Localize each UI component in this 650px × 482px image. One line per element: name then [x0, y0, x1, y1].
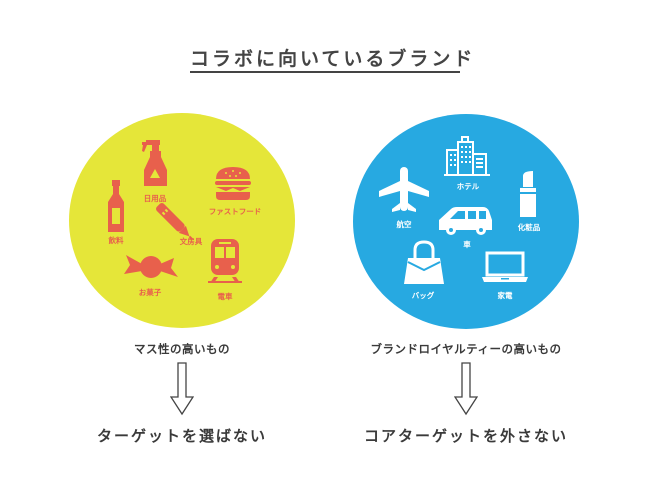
item-label-hotel: ホテル — [456, 182, 480, 191]
airplane-icon — [379, 167, 429, 212]
left-conclusion: ターゲットを選ばない — [96, 427, 268, 445]
item-label-car: 車 — [463, 240, 471, 249]
right-caption: ブランドロイヤルティーの高いもの — [370, 342, 562, 356]
item-label-beverages: 飲料 — [108, 236, 124, 245]
car-icon — [439, 207, 492, 235]
item-label-cosmetics: 化粧品 — [517, 223, 541, 232]
laptop-icon — [482, 251, 528, 282]
down-arrow-icon — [170, 362, 194, 416]
handbag-icon — [404, 240, 444, 284]
pen-icon — [156, 203, 193, 240]
hamburger-icon — [215, 167, 251, 200]
item-label-airline: 航空 — [396, 220, 412, 229]
down-arrow-icon — [454, 362, 478, 416]
item-label-appliances: 家電 — [497, 291, 513, 300]
item-label-daily-goods: 日用品 — [143, 194, 167, 203]
item-label-train: 電車 — [217, 292, 233, 301]
hotel-building-icon — [444, 136, 490, 176]
page-title: コラボに向いているブランド — [190, 48, 476, 70]
item-label-fast-food: ファストフード — [208, 207, 262, 216]
item-label-sweets: お菓子 — [138, 288, 162, 297]
left-caption: マス性の高いもの — [134, 342, 230, 356]
title-underline — [190, 71, 460, 73]
item-label-bag: バッグ — [411, 291, 435, 300]
lipstick-icon — [520, 171, 536, 217]
bottle-icon — [108, 180, 124, 232]
item-label-stationery: 文房具 — [179, 237, 203, 246]
spray-bottle-icon — [142, 140, 167, 186]
candy-icon — [124, 255, 178, 278]
train-icon — [208, 239, 242, 283]
right-conclusion: コアターゲットを外さない — [363, 427, 569, 445]
mass-market-circle — [69, 113, 295, 328]
